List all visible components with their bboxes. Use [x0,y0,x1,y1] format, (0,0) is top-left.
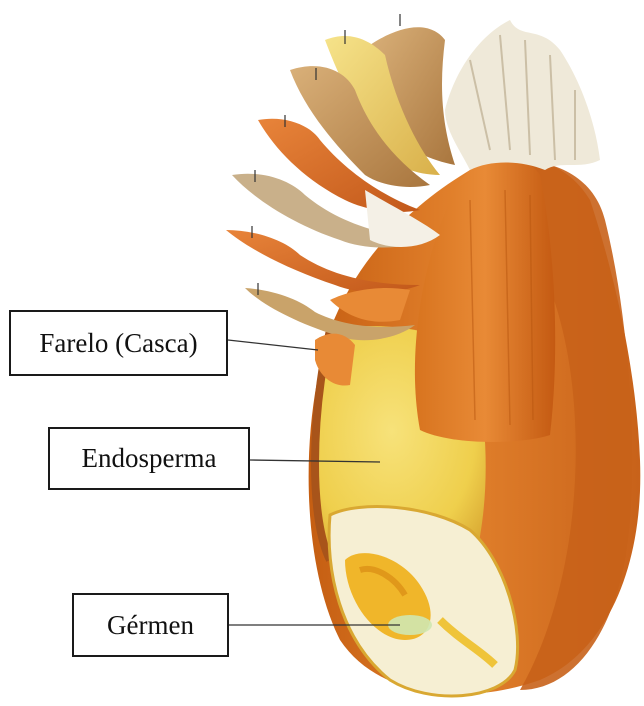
bran-leader-line [228,340,318,350]
brush-hairs [445,20,600,170]
endosperm-label: Endosperma [48,427,250,490]
germ-label: Gérmen [72,593,229,657]
bran-label: Farelo (Casca) [9,310,228,376]
